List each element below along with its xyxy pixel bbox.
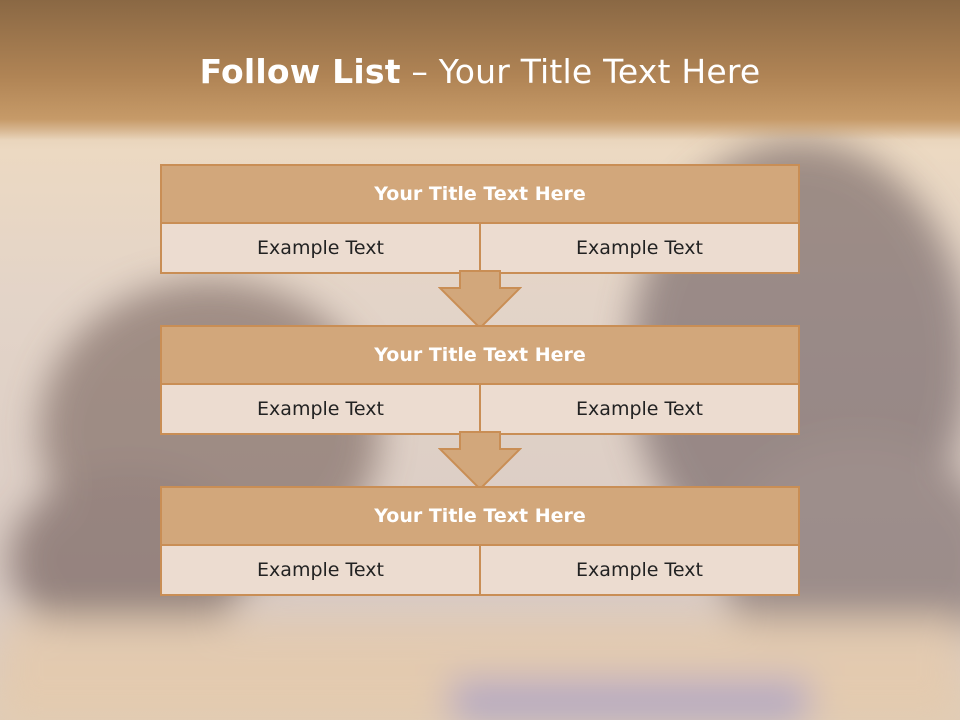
step-title: Your Title Text Here	[162, 327, 798, 385]
step-box-2: Your Title Text Here Example Text Exampl…	[160, 325, 800, 435]
step-cell-left: Example Text	[257, 559, 384, 581]
step-cell-left: Example Text	[257, 237, 384, 259]
step-box-1: Your Title Text Here Example Text Exampl…	[160, 164, 800, 274]
step-title: Your Title Text Here	[162, 488, 798, 546]
header-band	[0, 0, 960, 140]
step-row: Example Text Example Text	[162, 385, 798, 433]
step-row: Example Text Example Text	[162, 546, 798, 594]
step-cell-right: Example Text	[479, 546, 798, 594]
step-cell-right: Example Text	[479, 385, 798, 433]
step-cell-left: Example Text	[257, 398, 384, 420]
down-arrow-icon	[438, 431, 522, 491]
down-arrow-icon	[438, 270, 522, 330]
step-cell-right: Example Text	[479, 224, 798, 272]
slide-title-bold: Follow List	[199, 52, 401, 91]
step-title: Your Title Text Here	[162, 166, 798, 224]
step-box-3: Your Title Text Here Example Text Exampl…	[160, 486, 800, 596]
slide-title: Follow List – Your Title Text Here	[0, 52, 960, 91]
slide-title-rest: – Your Title Text Here	[400, 52, 761, 91]
step-row: Example Text Example Text	[162, 224, 798, 272]
